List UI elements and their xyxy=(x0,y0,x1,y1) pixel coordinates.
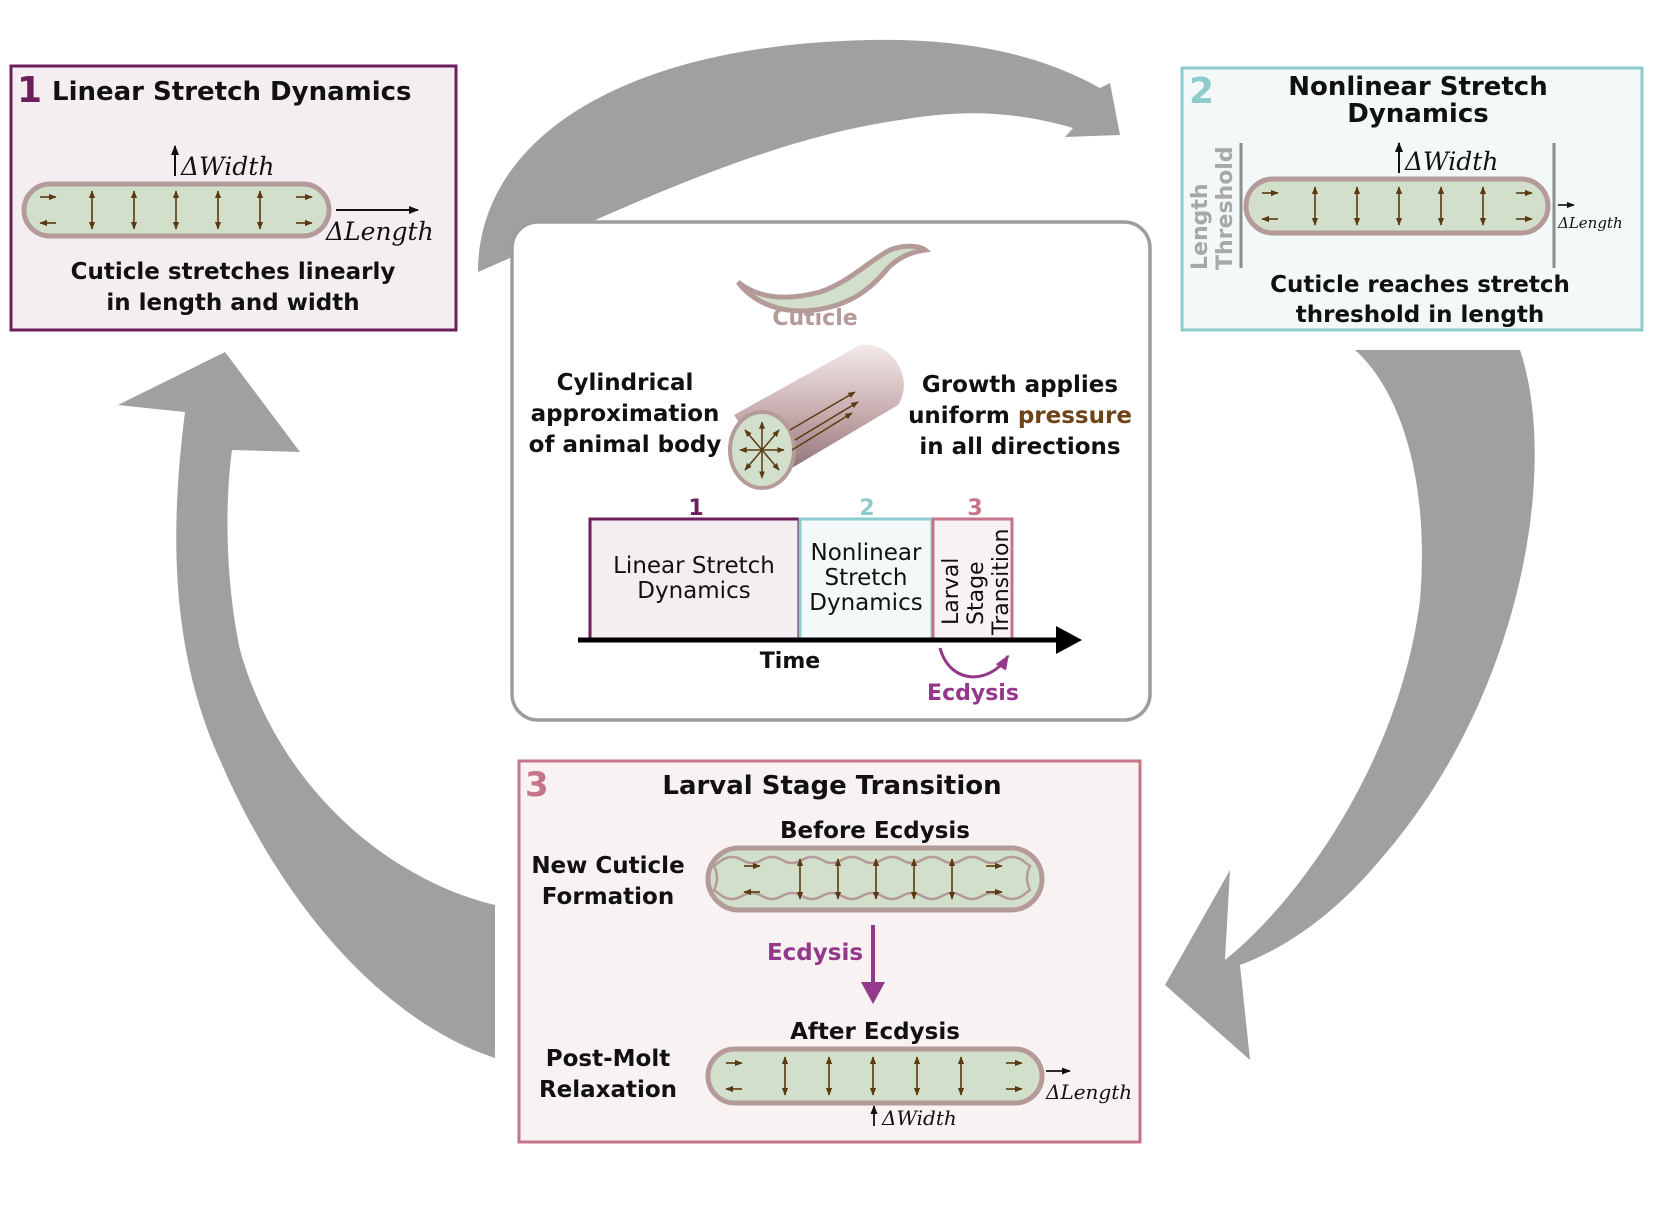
panel3-title: Larval Stage Transition xyxy=(662,771,1001,801)
pressure-word: pressure xyxy=(1018,403,1132,429)
panel2-threshold-line1: Length xyxy=(1188,183,1213,270)
timeline-stage3-line1: Larval xyxy=(939,558,964,625)
cycle-arrow-3-to-1 xyxy=(118,352,495,1058)
new-cuticle-line1: New Cuticle xyxy=(531,853,684,879)
panel-nonlinear-stretch: 2 Nonlinear Stretch Dynamics Length Thre… xyxy=(1180,66,1644,332)
cycle-arrow-2-to-3 xyxy=(1165,350,1535,1060)
panel3-delta-length: ΔLength xyxy=(1045,1080,1132,1104)
cycle-arrow-1-to-2 xyxy=(478,39,1120,273)
time-label: Time xyxy=(760,649,820,674)
panel3-number: 3 xyxy=(525,765,549,805)
cylinder-line3: of animal body xyxy=(529,432,722,458)
before-ecdysis-worm xyxy=(705,845,1045,913)
after-ecdysis-label: After Ecdysis xyxy=(790,1019,960,1045)
panel-center-overview: Cuticle Cylindrical approximation of ani… xyxy=(510,220,1152,722)
panel2-caption-line2: threshold in length xyxy=(1296,302,1545,328)
post-molt-line2: Relaxation xyxy=(539,1077,677,1103)
growth-line3: in all directions xyxy=(919,434,1120,460)
cylinder-line1: Cylindrical xyxy=(557,370,694,396)
growth-line2: uniform pressure xyxy=(908,403,1132,429)
panel2-number: 2 xyxy=(1189,71,1214,112)
panel2-threshold-label: Length Threshold xyxy=(1188,146,1238,270)
timeline-stage2-number: 2 xyxy=(859,496,874,521)
panel1-delta-length: ΔLength xyxy=(325,217,434,246)
timeline-stage3-line3: Transition xyxy=(989,529,1014,636)
panel2-title-line2: Dynamics xyxy=(1347,99,1488,129)
timeline-stage2-line3: Dynamics xyxy=(809,590,922,616)
before-ecdysis-label: Before Ecdysis xyxy=(780,818,970,844)
timeline-stage3-label: Larval Stage Transition xyxy=(939,529,1014,636)
panel2-threshold-line2: Threshold xyxy=(1213,146,1238,270)
cylinder-line2: approximation xyxy=(531,401,720,427)
panel1-caption-line2: in length and width xyxy=(106,290,359,316)
cylinder-body xyxy=(728,344,904,490)
cuticle-label: Cuticle xyxy=(772,306,857,331)
timeline-ecdysis-arrow xyxy=(938,647,1010,679)
timeline-stage1-line2: Dynamics xyxy=(637,578,750,604)
panel1-delta-width: ΔWidth xyxy=(180,152,274,181)
timeline-stage2-line2: Stretch xyxy=(825,565,908,591)
timeline-ecdysis-label: Ecdysis xyxy=(927,681,1019,706)
time-axis-arrowhead xyxy=(1056,626,1082,654)
panel-larval-stage-transition: 3 Larval Stage Transition Before Ecdysis… xyxy=(517,759,1142,1144)
panel2-delta-length: ΔLength xyxy=(1557,214,1623,232)
panel1-worm-body xyxy=(21,181,332,239)
timeline-stage1-box xyxy=(588,517,801,641)
panel2-delta-width: ΔWidth xyxy=(1404,147,1498,176)
new-cuticle-line2: Formation xyxy=(542,884,674,910)
timeline-stage1-line1: Linear Stretch xyxy=(613,553,775,579)
panel3-ecdysis-label: Ecdysis xyxy=(767,940,863,966)
panel2-caption-line1: Cuticle reaches stretch xyxy=(1270,272,1570,298)
post-molt-line1: Post-Molt xyxy=(546,1046,670,1072)
timeline-stage2-box xyxy=(798,517,934,641)
panel3-delta-width: ΔWidth xyxy=(881,1106,957,1130)
panel1-number: 1 xyxy=(17,70,42,111)
panel3-ecdysis-arrowhead xyxy=(861,982,885,1004)
panel2-worm-body xyxy=(1243,176,1551,236)
timeline-stage2-line1: Nonlinear xyxy=(811,540,922,566)
timeline-stage3-number: 3 xyxy=(967,496,982,521)
timeline-stage1-number: 1 xyxy=(688,496,703,521)
timeline: 1 2 3 Linear Stretch Dynamics Nonlinear … xyxy=(578,496,1082,706)
cuticle-worm-icon xyxy=(735,243,932,314)
after-ecdysis-worm xyxy=(705,1046,1045,1106)
timeline-stage3-line2: Stage xyxy=(964,561,989,625)
panel-linear-stretch: 1 Linear Stretch Dynamics ΔWidth ΔLength… xyxy=(9,64,458,332)
panel1-title: Linear Stretch Dynamics xyxy=(52,77,412,107)
panel2-title-line1: Nonlinear Stretch xyxy=(1288,72,1547,102)
panel1-caption-line1: Cuticle stretches linearly xyxy=(71,259,396,285)
growth-line1: Growth applies xyxy=(922,372,1118,398)
